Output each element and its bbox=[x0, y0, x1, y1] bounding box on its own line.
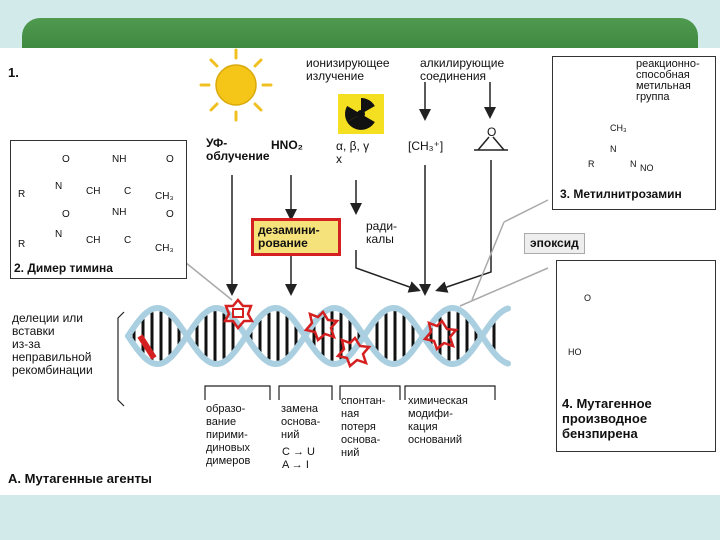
bp-ho: HO bbox=[568, 347, 582, 357]
effect-brackets bbox=[117, 311, 496, 407]
spontaneous-loss-label: спонтан- ная потеря основа- ний bbox=[341, 395, 386, 459]
radiation-icon bbox=[338, 94, 384, 134]
agent-arrows bbox=[226, 82, 496, 296]
radiation-types-label: α, β, γ х bbox=[336, 139, 370, 166]
dimer-o-4: O bbox=[166, 209, 174, 220]
pyrimidine-dimers-label: образо- вание пирими- диновых димеров bbox=[206, 403, 251, 467]
dimer-nh-1: NH bbox=[112, 154, 127, 165]
radicals-label: ради- калы bbox=[366, 219, 398, 246]
dimer-ch3-2: CH₃ bbox=[155, 243, 174, 254]
hno2-label: HNO₂ bbox=[271, 138, 303, 152]
header-bar bbox=[22, 18, 698, 48]
mna-n-2: N bbox=[630, 159, 637, 169]
panel-number: 1. bbox=[8, 65, 19, 80]
dimer-ch-1: CH bbox=[86, 186, 101, 197]
dimer-o-3: O bbox=[62, 209, 70, 220]
pointer-lines bbox=[179, 199, 549, 307]
deletion-mark bbox=[137, 334, 157, 360]
dimer-o-1: O bbox=[62, 154, 70, 165]
dimer-ch3-1: CH₃ bbox=[155, 191, 174, 202]
base-replacement-pairs: C → U A → I bbox=[282, 446, 315, 471]
deamination-box: дезамини- рование bbox=[251, 218, 341, 256]
dimer-ch-2: CH bbox=[86, 235, 101, 246]
base-loss-mark bbox=[335, 336, 372, 369]
dimer-o-2: O bbox=[166, 154, 174, 165]
methyl-group-note: реакционно- способная метильная группа bbox=[636, 58, 700, 103]
dimer-c-1: C bbox=[124, 186, 132, 197]
methyl-cation-label: [CH₃⁺] bbox=[408, 139, 444, 153]
epoxide-label: эпоксид bbox=[524, 233, 585, 254]
uv-label: УФ- облучение bbox=[206, 136, 270, 163]
mna-n: N bbox=[610, 144, 617, 154]
pyrimidine-dimer-mark bbox=[222, 298, 255, 331]
dimer-n-2: N bbox=[55, 229, 63, 240]
ionizing-radiation-label: ионизирующее излучение bbox=[306, 56, 390, 83]
epoxide-icon bbox=[474, 136, 508, 151]
methylnitrosamine-title: 3. Метилнитрозамин bbox=[560, 187, 682, 201]
deletions-label: делеции или вставки из-за неправильной р… bbox=[12, 311, 93, 377]
thymine-dimer-box bbox=[10, 140, 187, 279]
dimer-c-2: C bbox=[124, 235, 132, 246]
dimer-nh-2: NH bbox=[112, 207, 127, 218]
alkylating-label: алкилирующие соединения bbox=[420, 56, 505, 83]
mna-r: R bbox=[588, 159, 595, 169]
mna-ch3: CH₃ bbox=[610, 123, 627, 133]
benzpyrene-box bbox=[556, 260, 716, 452]
dimer-r-top: R bbox=[18, 189, 26, 200]
base-replacement-mark bbox=[303, 310, 340, 343]
benzpyrene-title: 4. Мутагенное производное бензпирена bbox=[562, 396, 652, 441]
base-replacement-label: замена основа- ний bbox=[281, 403, 321, 441]
bottom-band bbox=[0, 495, 720, 540]
methylnitrosamine-box bbox=[552, 56, 716, 210]
dimer-r-bottom: R bbox=[18, 239, 26, 250]
thymine-dimer-title: 2. Димер тимина bbox=[14, 261, 113, 275]
bp-o: O bbox=[584, 293, 592, 303]
mna-no: NO bbox=[640, 163, 654, 173]
sun-icon bbox=[199, 48, 273, 122]
figure-caption: А. Мутагенные агенты bbox=[8, 471, 152, 486]
chemical-modification-label: химическая модифи- кация оснований bbox=[408, 395, 468, 446]
epoxide-oxygen-label: O bbox=[487, 125, 497, 139]
chemical-modification-mark bbox=[422, 319, 459, 352]
dimer-n-1: N bbox=[55, 181, 63, 192]
